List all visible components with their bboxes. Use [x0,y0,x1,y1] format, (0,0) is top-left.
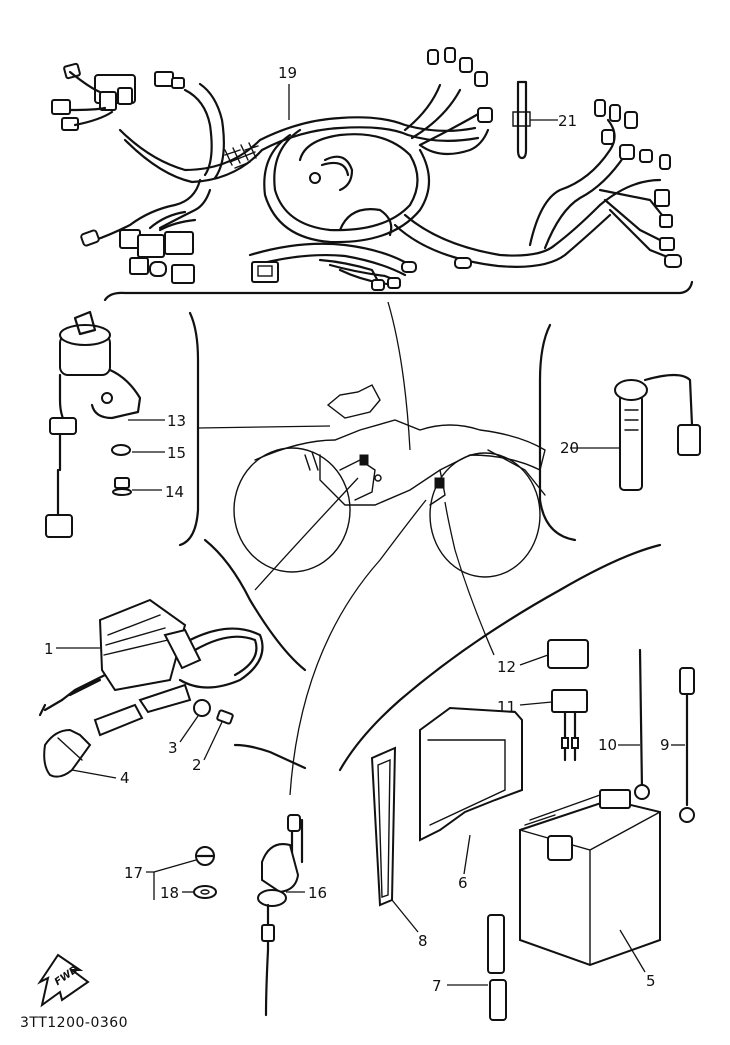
callout-2: 2 [192,756,202,774]
ignition-coil [38,598,264,778]
callout-14: 14 [165,483,184,501]
forward-arrow-icon: FWD [37,953,90,1008]
callout-10: 10 [598,736,617,754]
pointer-lines [197,119,620,796]
callout-6: 6 [458,874,468,892]
cable-tie [512,80,531,160]
callout-11: 11 [497,698,516,716]
callout-8: 8 [418,932,428,950]
callout-18: 18 [160,884,179,902]
main-switch [45,310,142,538]
group-brackets [103,280,694,772]
callout-9: 9 [660,736,670,754]
callout-4: 4 [120,769,130,787]
callout-12: 12 [497,658,516,676]
sensor-unit [614,373,701,491]
callout-15: 15 [167,444,186,462]
callout-3: 3 [168,739,178,757]
motorcycle-outline [233,384,546,578]
callout-20: 20 [560,439,579,457]
callout-1: 1 [44,640,54,658]
diagram-code: 3TT1200-0360 [20,1015,128,1031]
callout-16: 16 [308,884,327,902]
battery-group [370,639,695,1021]
neutral-switch [193,814,304,1017]
callout-7: 7 [432,977,442,995]
callouts: 19 21 13 15 14 20 1 3 2 4 12 11 10 9 6 8… [44,64,685,995]
callout-21: 21 [558,112,577,130]
callout-5: 5 [646,972,656,990]
wire-harness [51,47,682,291]
callout-17: 17 [124,864,143,882]
callout-19: 19 [278,64,297,82]
callout-13: 13 [167,412,186,430]
